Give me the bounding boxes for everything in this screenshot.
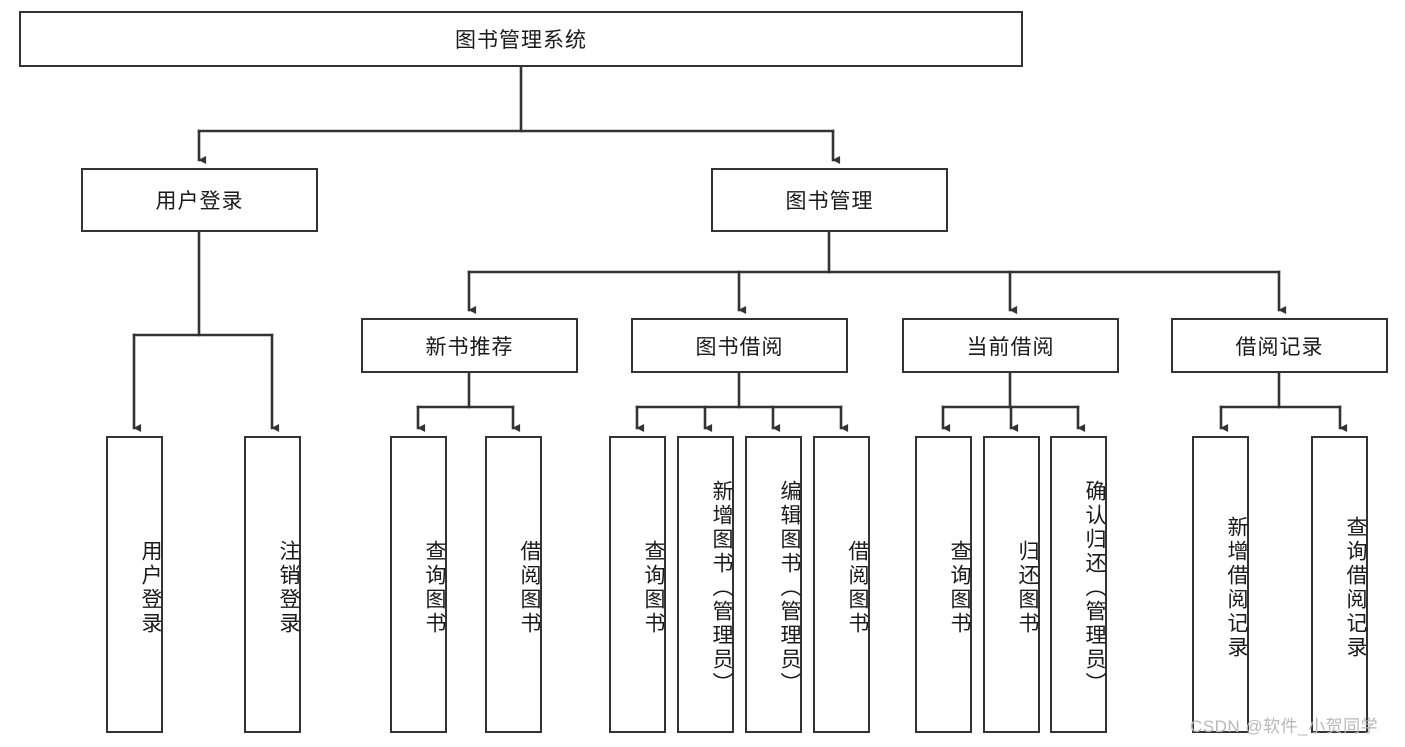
node-leaf-return-book-label: 归还图书 [1016,539,1039,636]
node-leaf-add-record[interactable]: 新增借阅记录 [1192,436,1249,733]
node-root[interactable]: 图书管理系统 [19,11,1023,67]
node-leaf-user-logout-label: 注销登录 [277,539,300,636]
node-leaf-query-book-2-label: 查询图书 [642,539,665,636]
node-leaf-query-record-label: 查询借阅记录 [1344,515,1367,660]
node-book-manage-label: 图书管理 [785,190,874,213]
node-book-borrow-label: 图书借阅 [695,335,784,359]
node-book-manage[interactable]: 图书管理 [711,168,948,232]
node-leaf-add-record-label: 新增借阅记录 [1225,515,1248,660]
node-leaf-query-book-2[interactable]: 查询图书 [609,436,666,733]
node-leaf-borrow-book-1-label: 借阅图书 [518,539,541,636]
node-new-book-rec[interactable]: 新书推荐 [361,318,578,373]
node-leaf-borrow-book-2-label: 借阅图书 [846,539,869,636]
node-borrow-record[interactable]: 借阅记录 [1171,318,1388,373]
node-leaf-borrow-book-1[interactable]: 借阅图书 [485,436,542,733]
node-leaf-borrow-book-2[interactable]: 借阅图书 [813,436,870,733]
node-leaf-edit-book-label: 编辑图书（管理员） [778,479,801,696]
node-leaf-confirm-return-label: 确认归还（管理员） [1083,479,1106,696]
node-user-login-label: 用户登录 [155,190,244,213]
node-leaf-query-book-1[interactable]: 查询图书 [390,436,447,733]
node-leaf-confirm-return[interactable]: 确认归还（管理员） [1050,436,1107,733]
node-leaf-query-book-3-label: 查询图书 [948,539,971,636]
node-borrow-record-label: 借阅记录 [1235,335,1324,359]
node-leaf-query-record[interactable]: 查询借阅记录 [1311,436,1368,733]
node-leaf-query-book-3[interactable]: 查询图书 [915,436,972,733]
node-new-book-rec-label: 新书推荐 [425,335,514,359]
node-leaf-edit-book[interactable]: 编辑图书（管理员） [745,436,802,733]
node-leaf-user-login-label: 用户登录 [139,539,162,636]
node-leaf-add-book[interactable]: 新增图书（管理员） [677,436,734,733]
node-current-borrow[interactable]: 当前借阅 [902,318,1119,373]
node-root-label: 图书管理系统 [455,29,587,52]
node-book-borrow[interactable]: 图书借阅 [631,318,848,373]
node-leaf-user-login[interactable]: 用户登录 [106,436,163,733]
node-leaf-return-book[interactable]: 归还图书 [983,436,1040,733]
node-leaf-add-book-label: 新增图书（管理员） [710,479,733,696]
node-current-borrow-label: 当前借阅 [966,335,1055,359]
node-leaf-user-logout[interactable]: 注销登录 [244,436,301,733]
node-user-login[interactable]: 用户登录 [81,168,318,232]
node-leaf-query-book-1-label: 查询图书 [423,539,446,636]
